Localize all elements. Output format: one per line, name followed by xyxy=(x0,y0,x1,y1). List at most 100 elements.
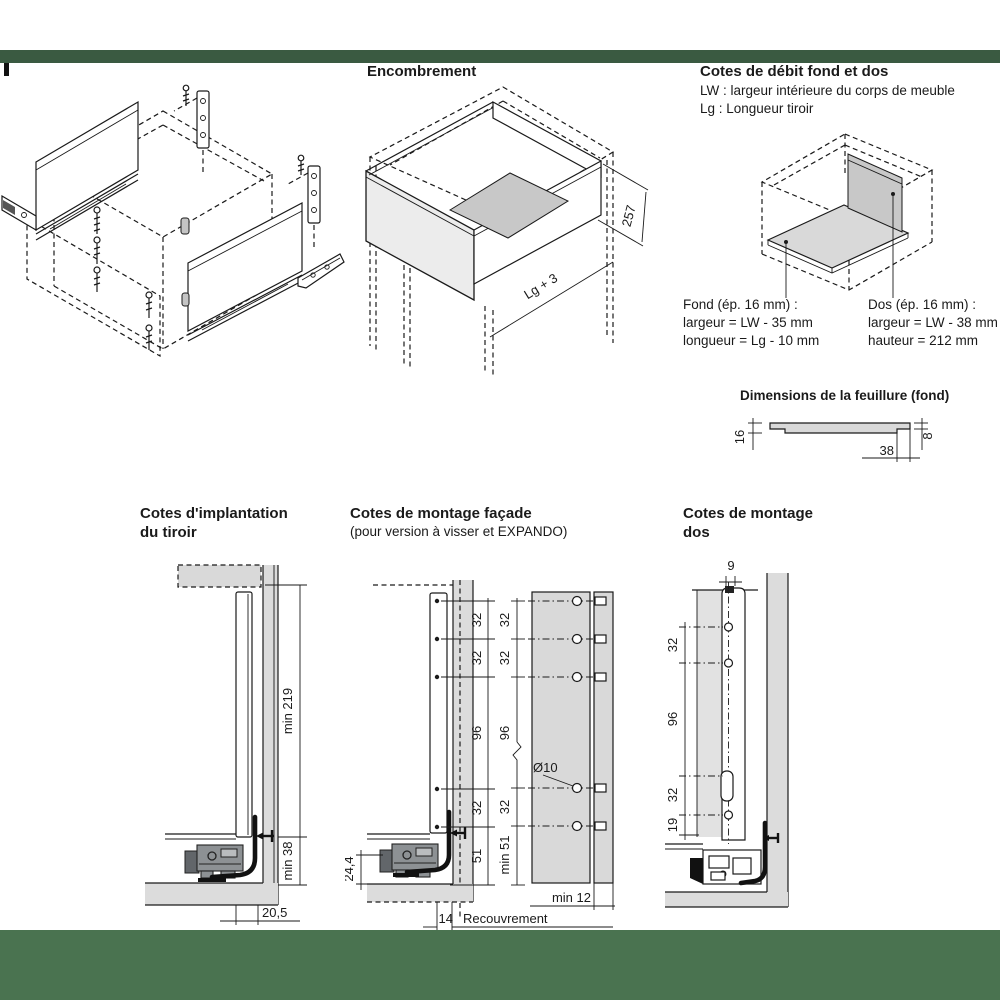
drawer-bottom-panel xyxy=(448,172,570,239)
dim-24-4-label: 24,4 xyxy=(345,856,356,881)
dim-16-label: 16 xyxy=(732,430,747,444)
rear-hook-bracket xyxy=(738,820,768,886)
dim-257: 257 xyxy=(597,163,649,247)
front-dim-min51: min 51 xyxy=(497,835,512,874)
dim-16: 16 xyxy=(732,418,762,450)
dim-min219-label: min 219 xyxy=(280,688,295,734)
expando-dowels xyxy=(180,217,190,307)
dos-title-line1: Cotes de montage xyxy=(683,505,814,522)
dim-min12-label: min 12 xyxy=(552,890,591,905)
facade-title: Cotes de montage façade xyxy=(350,505,532,522)
facade-front-view xyxy=(528,591,614,884)
dim-8: 8 xyxy=(914,418,935,450)
debit-def-lg: Lg : Longueur tiroir xyxy=(700,101,814,116)
rear-left-side-panel xyxy=(1,100,139,241)
feuillure-drawing: 16 8 38 xyxy=(732,418,935,462)
cabinet-bottom xyxy=(367,883,473,903)
dim-min12: min 12 xyxy=(530,883,615,910)
exploded-drawer-drawing xyxy=(1,84,345,358)
dim-14-label: 14 xyxy=(439,911,453,926)
dos-spec-largeur: largeur = LW - 38 mm xyxy=(868,315,998,330)
debit-def-lw: LW : largeur intérieure du corps de meub… xyxy=(700,83,955,98)
side-dim-32a: 32 xyxy=(469,613,484,627)
feuillure-title: Dimensions de la feuillure (fond) xyxy=(740,388,950,403)
side-dim-column: 32 32 96 32 51 xyxy=(441,598,495,886)
debit-cabinet-drawing xyxy=(760,133,934,298)
rail-slot xyxy=(720,770,734,802)
implantation-title: Cotes d'implantation du tiroir xyxy=(140,504,288,542)
side-dim-96: 96 xyxy=(469,726,484,740)
encombrement-drawing: 257 Lg + 3 xyxy=(365,86,649,376)
dos-dim-32b: 32 xyxy=(665,788,680,802)
facade-panel-section xyxy=(452,580,474,918)
facade-drawing: 24,4 32 32 96 32 51 14 Recouvrement xyxy=(345,580,615,930)
top-separator-band xyxy=(0,50,1000,63)
screw-icon xyxy=(763,833,780,843)
cabinet-dashed-outline xyxy=(368,86,615,376)
fond-spec-title: Fond (ép. 16 mm) : xyxy=(683,297,798,312)
hole-diameter-callout: Ø10 xyxy=(533,760,574,787)
runner-mechanism xyxy=(379,843,439,878)
front-dim-96: 96 xyxy=(497,726,512,740)
dashed-facade-outline xyxy=(26,216,161,358)
dim-8-label: 8 xyxy=(920,432,935,439)
side-slots xyxy=(594,596,607,831)
rear-hook-bracket xyxy=(198,814,258,882)
dos-title-line2: dos xyxy=(683,524,710,541)
dos-spec-title: Dos (ép. 16 mm) : xyxy=(868,297,977,312)
side-dim-32b: 32 xyxy=(469,651,484,665)
dos-dim-96: 96 xyxy=(665,712,680,726)
rear-hook-bracket xyxy=(393,809,452,877)
encombrement-title: Encombrement xyxy=(367,63,477,80)
cabinet-top-dashed xyxy=(177,564,262,588)
drawer-bottom xyxy=(367,833,430,840)
screw-icon xyxy=(450,827,467,839)
drawer-bottom xyxy=(165,833,236,840)
dos-panel xyxy=(847,153,903,233)
implantation-drawing: min 219 min 38 20,5 xyxy=(145,564,307,925)
debit-title: Cotes de débit fond et dos xyxy=(700,63,889,80)
dim-9: 9 xyxy=(719,558,742,586)
drawer-body xyxy=(365,100,602,302)
runner-mechanism-outline xyxy=(665,843,762,885)
dim-column: min 219 min 38 xyxy=(265,584,307,886)
dim-14-recouvrement: 14 Recouvrement xyxy=(423,902,613,930)
dim-lg3: Lg + 3 xyxy=(489,261,614,338)
front-dim-column: 32 32 96 32 min 51 xyxy=(497,598,525,886)
dim-min38-label: min 38 xyxy=(280,841,295,880)
dos-dim-19: 19 xyxy=(665,818,680,832)
front-dim-32c: 32 xyxy=(497,800,512,814)
rear-fixing-bracket-left xyxy=(173,90,210,174)
bottom-separator-band xyxy=(0,930,1000,1000)
drawer-side-profile xyxy=(429,592,448,834)
fond-spec-longueur: longueur = Lg - 10 mm xyxy=(683,333,820,348)
dim-38-label: 38 xyxy=(880,443,894,458)
screw-icon xyxy=(256,830,274,842)
rear-fixing-bracket-right xyxy=(287,165,321,248)
facade-subtitle: (pour version à visser et EXPANDO) xyxy=(350,524,568,539)
back-panel xyxy=(692,589,758,837)
side-dim-51: 51 xyxy=(469,849,484,863)
dos-dim-32a: 32 xyxy=(665,638,680,652)
dos-drawing: 9 32 96 32 19 xyxy=(665,558,789,908)
side-dim-32c: 32 xyxy=(469,801,484,815)
implantation-title-line2: du tiroir xyxy=(140,524,197,541)
drawer-side-profile xyxy=(235,591,253,838)
dim-9-label: 9 xyxy=(727,558,734,573)
dos-spec-block: Dos (ép. 16 mm) : largeur = LW - 38 mm h… xyxy=(868,296,998,350)
dim-height-label: 257 xyxy=(619,203,639,228)
screws xyxy=(93,84,305,350)
drawer-side-front-view xyxy=(593,591,614,884)
front-dim-32a: 32 xyxy=(497,613,512,627)
dim-20-5: 20,5 xyxy=(220,905,300,925)
fond-cross-section xyxy=(769,422,911,434)
cabinet-bottom-panel xyxy=(145,882,278,906)
drill-holes xyxy=(571,595,583,832)
fond-spec-block: Fond (ép. 16 mm) : largeur = LW - 35 mm … xyxy=(683,296,819,350)
implantation-title-line1: Cotes d'implantation xyxy=(140,505,288,522)
dim-24-4: 24,4 xyxy=(345,850,383,890)
recouvrement-label: Recouvrement xyxy=(463,911,548,926)
dos-spec-hauteur: hauteur = 212 mm xyxy=(868,333,978,348)
break-symbol xyxy=(512,741,522,764)
